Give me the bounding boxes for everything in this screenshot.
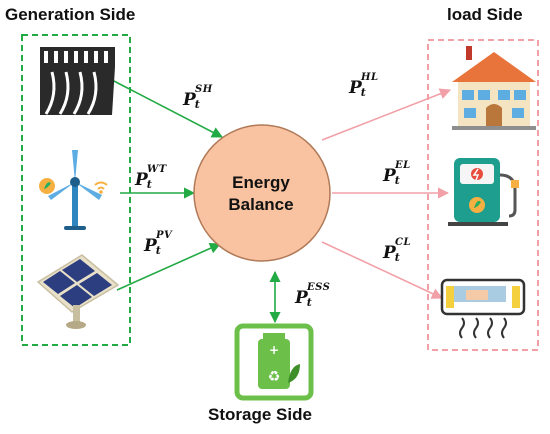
flow-symbol: P	[144, 236, 157, 256]
center-label-line1: Energy	[232, 173, 290, 192]
flow-symbol: P	[135, 170, 148, 190]
battery-icon: + ♻	[234, 323, 314, 401]
center-label-line2: Balance	[228, 195, 294, 214]
flow-subscript: t	[306, 296, 312, 309]
load-side-title: load Side	[447, 5, 523, 24]
flow-superscript: HL	[361, 72, 379, 83]
flow-superscript: EL	[395, 160, 411, 171]
flow-symbol: P	[349, 78, 362, 98]
flow-symbol: P	[295, 288, 308, 308]
flow-label-sh: Pt SH	[183, 85, 212, 111]
flow-subscript: t	[394, 251, 400, 264]
arrow-hydro-to-center	[111, 79, 223, 138]
arrow-solar-to-center	[116, 242, 222, 291]
flow-superscript: ESS	[307, 282, 331, 293]
flow-label-ess: Pt ESS	[295, 283, 330, 309]
flow-subscript: t	[394, 174, 400, 187]
flow-label-cl: Pt CL	[383, 238, 411, 264]
generation-box	[21, 34, 131, 346]
flow-superscript: PV	[156, 230, 173, 241]
flow-symbol: P	[383, 166, 396, 186]
ev-charger-icon	[448, 158, 519, 226]
flow-symbol: P	[383, 243, 396, 263]
wind-turbine-icon	[39, 150, 108, 230]
air-conditioner-icon	[440, 278, 526, 339]
storage-side-title: Storage Side	[208, 405, 312, 424]
load-box	[427, 39, 539, 351]
energy-balance-circle	[193, 124, 331, 262]
arrow-center-to-house	[321, 88, 452, 141]
flow-superscript: SH	[195, 84, 213, 95]
solar-panel-icon	[36, 254, 120, 329]
arrow-center-to-ac	[321, 241, 444, 299]
flow-label-el: Pt EL	[383, 161, 410, 187]
flow-label-pv: Pt PV	[144, 231, 172, 257]
generation-side-title: Generation Side	[5, 5, 136, 24]
flow-superscript: CL	[395, 237, 411, 248]
flow-superscript: WT	[147, 164, 167, 175]
hydro-dam-icon	[40, 47, 115, 115]
flow-subscript: t	[155, 244, 161, 257]
flow-subscript: t	[146, 178, 152, 191]
svg-text:♻: ♻	[268, 369, 281, 385]
flow-subscript: t	[194, 98, 200, 111]
flow-subscript: t	[360, 86, 366, 99]
flow-symbol: P	[183, 90, 196, 110]
svg-text:+: +	[269, 343, 279, 357]
house-icon	[452, 46, 536, 130]
flow-label-wt: Pt WT	[135, 165, 166, 191]
flow-label-hl: Pt HL	[349, 73, 378, 99]
